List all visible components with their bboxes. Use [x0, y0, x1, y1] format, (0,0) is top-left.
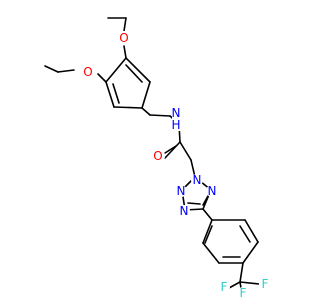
- bond: [164, 141, 181, 159]
- bond: [242, 241, 259, 264]
- atom-symbol: O: [83, 65, 92, 79]
- bond: [239, 262, 244, 283]
- atom-symbol: O: [153, 149, 162, 163]
- nitrogen-1: N: [191, 173, 203, 187]
- atom-symbol: F: [262, 277, 269, 291]
- bond: [244, 219, 259, 243]
- atom-symbol: N: [193, 173, 202, 187]
- bond: [113, 106, 143, 109]
- atom-symbol: O: [119, 31, 128, 45]
- fluorine-3: F: [237, 286, 249, 300]
- nitrogen-3: N: [206, 184, 218, 198]
- atom-symbol: F: [221, 280, 228, 294]
- bond: [164, 145, 177, 154]
- bond: [141, 107, 151, 116]
- bond: [190, 159, 196, 178]
- bond: [57, 69, 75, 73]
- bond: [179, 141, 192, 161]
- atom-labels: O O N H O N N N N: [81, 31, 271, 300]
- bond: [105, 81, 115, 108]
- bond: [202, 242, 220, 264]
- bond: [202, 219, 213, 244]
- oxygen-carbonyl: O: [151, 149, 165, 163]
- bond: [187, 202, 201, 205]
- bond: [123, 45, 127, 59]
- nitrogen-nh: N H: [171, 106, 181, 132]
- bond: [239, 225, 251, 243]
- fluorine-1: F: [218, 280, 230, 294]
- bond: [105, 57, 127, 83]
- oxygen-top: O: [117, 31, 131, 45]
- hydrogen-label: H: [171, 118, 180, 132]
- nitrogen-4: N: [178, 204, 190, 218]
- atom-symbol: N: [172, 106, 181, 120]
- atom-symbol: F: [240, 286, 247, 300]
- bond: [141, 81, 151, 109]
- bond: [44, 65, 59, 73]
- fluorine-2: F: [259, 277, 271, 291]
- bond: [125, 57, 151, 83]
- bond: [125, 64, 143, 83]
- structure-svg: O O N H O N N N N: [44, 17, 271, 300]
- bond: [239, 281, 260, 285]
- oxygen-left: O: [81, 65, 95, 79]
- bond: [112, 83, 120, 104]
- atom-symbol: N: [208, 184, 217, 198]
- bond: [123, 17, 127, 32]
- bond: [228, 281, 241, 289]
- bond: [202, 195, 209, 206]
- atom-symbol: N: [180, 204, 189, 218]
- bond: [204, 225, 213, 244]
- bond: [202, 208, 213, 221]
- bond: [149, 114, 171, 117]
- atom-symbol: N: [177, 184, 186, 198]
- nitrogen-2: N: [175, 184, 187, 198]
- molecule-diagram: O O N H O N N N N: [44, 17, 271, 300]
- bond: [97, 73, 107, 83]
